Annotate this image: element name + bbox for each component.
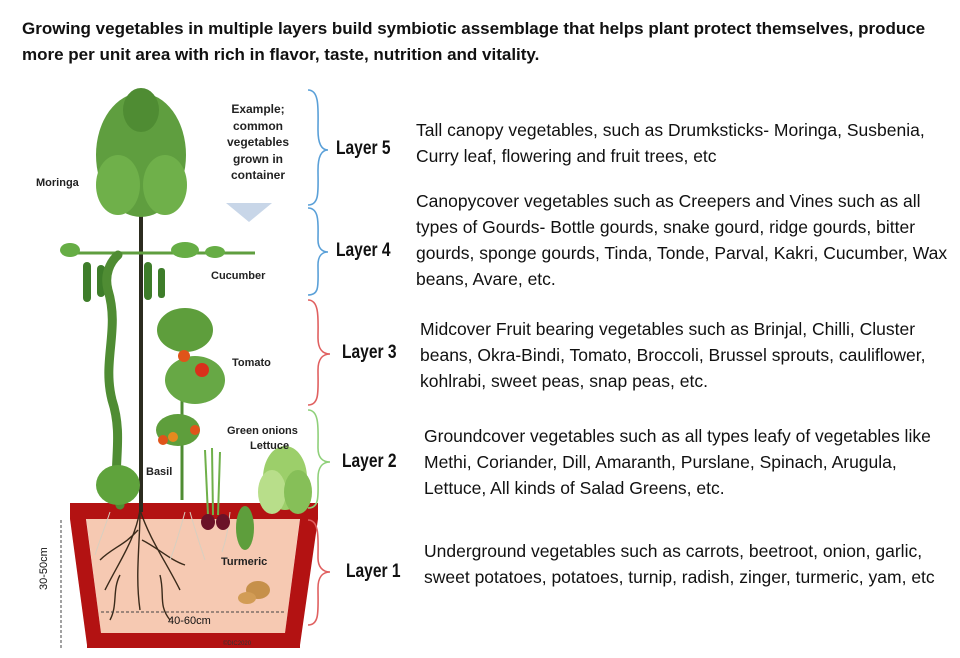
label-moringa: Moringa [36, 177, 79, 189]
layer-3-label: Layer 3 [342, 342, 397, 363]
layer-brackets [307, 89, 331, 626]
layer-4-label: Layer 4 [336, 240, 391, 261]
layer-5-label: Layer 5 [336, 138, 391, 159]
copyright-mark: ©DIC2020 [223, 641, 252, 647]
root-system [99, 509, 186, 621]
dimension-lines [60, 520, 285, 650]
label-green-onions: Green onions [227, 425, 298, 437]
cucumber-fruits [83, 262, 165, 302]
pot-rim [70, 503, 318, 519]
moringa-canopy [96, 88, 187, 217]
layer-3-description: Midcover Fruit bearing vegetables such a… [420, 319, 926, 391]
label-basil: Basil [146, 466, 173, 478]
height-dimension-label: 30-50cm [38, 547, 50, 590]
pot-left-wall [70, 519, 101, 645]
example-arrow [226, 203, 272, 222]
fine-roots [94, 511, 231, 561]
green-onions [201, 447, 230, 530]
tomato-plant [156, 308, 225, 500]
cucumber-leaves [60, 242, 225, 258]
pot-bottom [87, 633, 300, 648]
layer-5-description: Tall canopy vegetables, such as Drumksti… [416, 120, 925, 166]
layer-2-label: Layer 2 [342, 451, 397, 472]
label-tomato: Tomato [232, 357, 271, 369]
turmeric-plant [236, 506, 270, 604]
width-dimension-label: 40-60cm [168, 615, 211, 627]
pot-right-wall [285, 519, 318, 645]
diagram-title: Growing vegetables in multiple layers bu… [22, 19, 926, 64]
layer-4-description: Canopycover vegetables such as Creepers … [416, 191, 948, 289]
climbing-vine [102, 250, 125, 510]
layer-1-description: Underground vegetables such as carrots, … [424, 541, 935, 587]
lettuce-plant [258, 446, 312, 514]
layer-1-label: Layer 1 [346, 561, 401, 582]
label-lettuce: Lettuce [250, 440, 290, 452]
label-turmeric: Turmeric [221, 556, 268, 568]
layer-2-description: Groundcover vegetables such as all types… [424, 426, 931, 498]
basil-plant [96, 465, 140, 505]
label-cucumber: Cucumber [211, 270, 266, 282]
example-note: Example; common vegetables grown in cont… [226, 102, 290, 182]
